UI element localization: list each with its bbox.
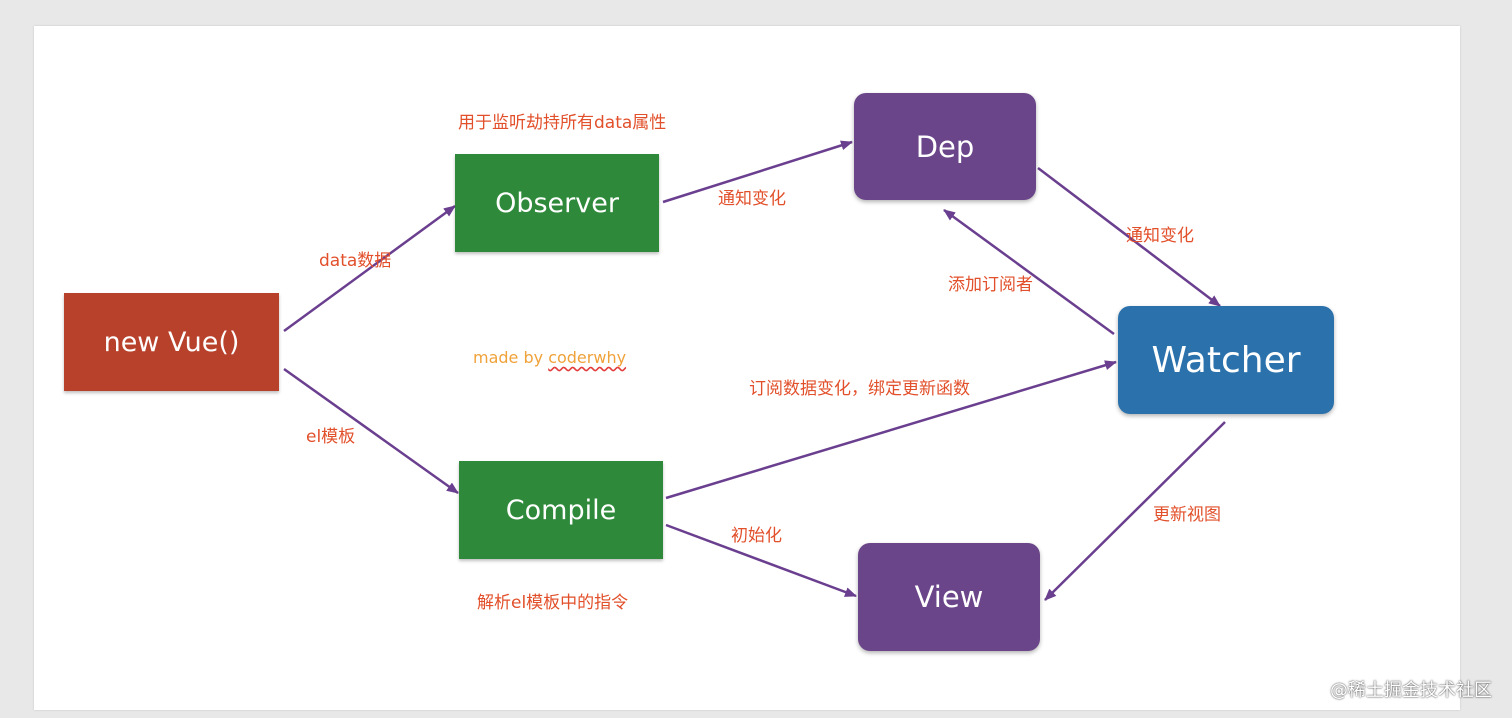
label-notify-change-observer: 通知变化 [718,189,786,209]
arrow-observer-to-dep [662,140,853,204]
label-update-view: 更新视图 [1153,505,1221,525]
credit-prefix: made by [473,348,549,367]
arrow-vue-to-compile [283,367,459,495]
node-compile: Compile [459,461,663,559]
watermark: @稀土掘金技术社区 [1330,680,1492,701]
credit-text: made by coderwhy [473,348,626,367]
arrow-watcher-to-view [1044,421,1226,601]
node-dep-label: Dep [915,129,975,164]
label-compile-description: 解析el模板中的指令 [477,593,629,613]
arrow-vue-to-observer [283,204,456,333]
label-data-data: data数据 [319,251,392,271]
node-new-vue-label: new Vue() [103,326,240,358]
node-watcher-label: Watcher [1151,339,1301,381]
label-observer-description: 用于监听劫持所有data属性 [458,113,667,133]
credit-author: coderwhy [548,348,627,367]
node-observer: Observer [455,154,659,252]
node-new-vue: new Vue() [64,293,279,391]
label-el-template: el模板 [306,427,356,447]
arrow-compile-to-watcher [665,360,1117,500]
node-compile-label: Compile [505,494,617,526]
arrow-compile-to-view [665,523,857,598]
node-view-label: View [914,580,984,614]
node-dep: Dep [854,93,1036,200]
label-notify-change-dep: 通知变化 [1126,226,1194,246]
arrow-dep-to-watcher [1037,167,1221,307]
label-add-subscriber: 添加订阅者 [948,275,1033,295]
label-initialize: 初始化 [731,526,782,546]
arrow-watcher-to-dep [943,208,1115,336]
node-watcher: Watcher [1118,306,1334,414]
node-view: View [858,543,1040,651]
node-observer-label: Observer [495,187,619,219]
label-subscribe-bind: 订阅数据变化，绑定更新函数 [749,379,970,399]
